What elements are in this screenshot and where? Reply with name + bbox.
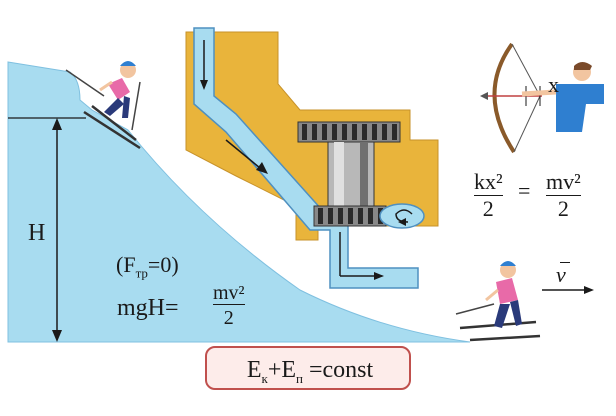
flow-arrow-diagonal-head xyxy=(256,162,268,174)
flow-arrow-out-head xyxy=(374,272,384,280)
flow-arrow-diagonal xyxy=(225,139,261,169)
friction-condition: (Fтр=0) xyxy=(116,252,179,281)
velocity-label: v xyxy=(556,262,566,287)
kinetic-fraction-bar xyxy=(546,195,581,196)
energy-plus: +E xyxy=(267,357,297,383)
turbine-wheel xyxy=(297,121,425,229)
kinetic-energy-fraction: mv² 2 xyxy=(546,170,581,221)
kinetic-denominator: 2 xyxy=(557,196,569,221)
energy-equation-left: mgH= xyxy=(117,295,179,321)
energy-e1: E xyxy=(246,357,262,383)
energy-denominator: 2 xyxy=(223,307,234,329)
hill-slope xyxy=(7,61,471,343)
deformation-label: x xyxy=(548,72,559,97)
conservation-law-box: Eк+Eп =const xyxy=(205,346,411,390)
spring-denominator: 2 xyxy=(482,196,494,221)
flow-arrow-down-head xyxy=(200,80,208,90)
velocity-vector-bar xyxy=(560,262,570,263)
skier-bottom xyxy=(455,261,541,342)
velocity-arrow-head xyxy=(584,286,594,294)
skier-top xyxy=(65,61,141,150)
energy-numerator: mv² xyxy=(213,282,245,304)
height-label: H xyxy=(28,220,46,246)
friction-subscript: тр xyxy=(135,265,148,281)
energy-equation-fraction: mv² 2 xyxy=(213,283,245,328)
friction-suffix: =0) xyxy=(147,252,179,277)
conservation-law-text: Eк+Eп =const xyxy=(207,348,413,392)
height-arrow-head-top xyxy=(52,118,62,130)
kinetic-numerator: mv² xyxy=(546,169,581,194)
energy-const: =const xyxy=(302,357,374,383)
spring-equals: = xyxy=(518,178,531,203)
friction-prefix: (F xyxy=(116,252,136,277)
energy-fraction-bar xyxy=(213,304,245,305)
height-arrow-head-bottom xyxy=(52,330,62,342)
spring-fraction-bar xyxy=(474,195,503,196)
energy-sub-potential: п xyxy=(296,370,303,386)
archer xyxy=(480,42,604,154)
spring-numerator: kx² xyxy=(474,169,503,194)
water-pipe xyxy=(193,27,419,289)
energy-sub-kinetic: к xyxy=(261,370,268,386)
spring-energy-fraction: kx² 2 xyxy=(474,170,503,221)
